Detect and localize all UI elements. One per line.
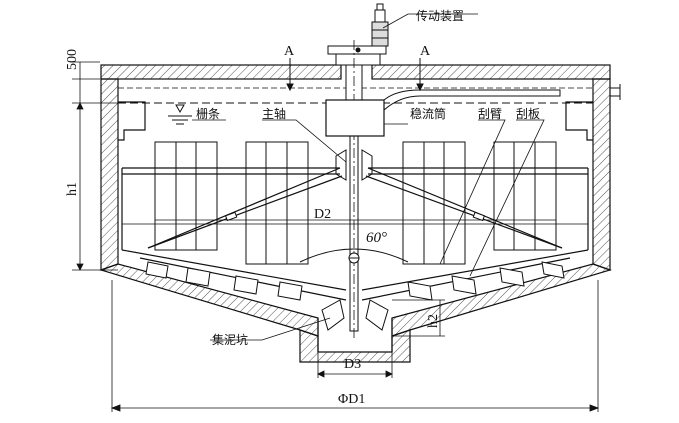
pit-scrapers	[321, 299, 389, 331]
label-scraper-plate: 刮板	[516, 107, 540, 121]
dimension-lines	[72, 61, 600, 412]
label-d2: D2	[314, 207, 331, 222]
main-shaft	[345, 40, 363, 340]
grille-frames	[154, 141, 557, 265]
left-wall	[100, 78, 119, 271]
shaft-hub	[335, 149, 373, 264]
outlet-pipe	[610, 84, 621, 100]
section-marks	[286, 58, 424, 92]
leader-lines	[192, 13, 545, 341]
feed-pipe	[383, 89, 561, 111]
label-main-shaft: 主轴	[262, 106, 286, 121]
scraper-plates	[145, 261, 565, 301]
label-500: 500	[65, 49, 80, 70]
label-section-right: A	[420, 44, 431, 59]
label-angle: 60°	[366, 230, 387, 246]
label-grille: 栅条	[196, 106, 220, 121]
label-d1: ΦD1	[338, 392, 365, 407]
cover-slab-right	[371, 64, 611, 80]
cover-slab-left	[100, 64, 342, 80]
label-d3: D3	[344, 357, 361, 372]
tie-rod-turnbuckles	[224, 211, 486, 222]
drive-device	[327, 3, 389, 66]
tank-walls	[99, 64, 612, 363]
label-sludge-pit: 集泥坑	[212, 332, 248, 347]
truss-arm	[121, 167, 589, 301]
right-launder	[565, 101, 593, 141]
label-h2: h2	[426, 314, 441, 328]
label-scraper-arm: 刮臂	[478, 107, 502, 121]
left-launder	[118, 101, 146, 141]
stilling-well	[325, 99, 385, 137]
right-wall	[592, 78, 611, 271]
label-stilling-well: 稳流筒	[410, 106, 446, 121]
label-h1: h1	[65, 182, 80, 196]
angle-arc	[299, 248, 409, 263]
label-section-left: A	[284, 44, 295, 59]
label-drive: 传动装置	[416, 8, 464, 23]
water-level-symbol	[168, 104, 192, 125]
